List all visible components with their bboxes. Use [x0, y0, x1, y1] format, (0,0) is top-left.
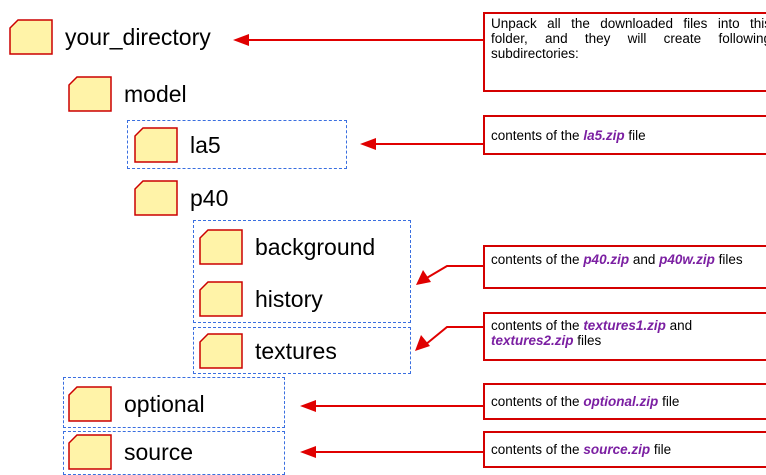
- optional-group-box: [63, 377, 285, 428]
- callout-source: contents of the source.zip file: [483, 431, 766, 468]
- callout-unpack: Unpack all the downloaded files into thi…: [483, 12, 766, 92]
- folder-history: history: [199, 281, 323, 317]
- folder-optional: optional: [68, 386, 205, 422]
- arrowhead: [300, 446, 316, 458]
- filename-optional-zip: optional.zip: [583, 394, 659, 409]
- arrowhead: [416, 270, 431, 285]
- callout-la5: contents of the la5.zip file: [483, 115, 766, 155]
- folder-icon: [199, 229, 243, 265]
- folder-label: background: [255, 233, 376, 260]
- textures-group-box: [193, 327, 411, 374]
- callout-suffix: files: [714, 252, 743, 267]
- folder-label: optional: [124, 390, 205, 417]
- filename-source-zip: source.zip: [583, 442, 651, 457]
- arrowhead: [300, 400, 316, 412]
- filename-textures1-zip: textures1.zip: [583, 318, 666, 333]
- folder-icon: [68, 386, 112, 422]
- arrow-p40: [424, 265, 483, 280]
- filename-la5-zip: la5.zip: [583, 127, 625, 143]
- folder-p40: p40: [134, 180, 228, 216]
- callout-prefix: contents of the: [491, 394, 584, 409]
- callout-suffix: file: [658, 394, 680, 409]
- la5-group-box: [127, 120, 347, 169]
- arrowhead: [415, 335, 430, 351]
- folder-label: model: [124, 80, 187, 107]
- callout-mid: and: [629, 252, 660, 267]
- arrow-textures: [424, 326, 483, 346]
- filename-p40w-zip: p40w.zip: [659, 252, 715, 267]
- folder-source: source: [68, 434, 193, 470]
- callout-textures: contents of the textures1.zip and textur…: [483, 312, 766, 361]
- arrowhead: [360, 138, 376, 150]
- folder-your-directory: your_directory: [9, 19, 211, 55]
- filename-textures2-zip: textures2.zip: [491, 333, 574, 348]
- folder-la5: la5: [134, 127, 221, 163]
- callout-suffix: files: [573, 333, 602, 348]
- folder-icon: [199, 281, 243, 317]
- callout-prefix: contents of the: [491, 252, 584, 267]
- folder-label: source: [124, 438, 194, 465]
- arrowhead: [233, 34, 249, 46]
- folder-label: your_directory: [65, 23, 211, 50]
- callout-suffix: file: [624, 127, 646, 143]
- folder-model: model: [68, 76, 187, 112]
- callout-suffix: file: [650, 442, 672, 457]
- folder-textures: textures: [199, 333, 337, 369]
- folder-icon: [134, 180, 178, 216]
- callout-unpack-text: Unpack all the downloaded files into thi…: [491, 16, 766, 61]
- callout-prefix: contents of the: [491, 127, 584, 143]
- callout-mid: and: [665, 318, 693, 333]
- folder-label: p40: [190, 184, 229, 211]
- folder-icon: [68, 76, 112, 112]
- callout-prefix: contents of the: [491, 442, 584, 457]
- callout-prefix: contents of the: [491, 318, 584, 333]
- folder-icon: [68, 434, 112, 470]
- folder-label: textures: [255, 337, 337, 364]
- folder-icon: [9, 19, 53, 55]
- folder-label: la5: [190, 131, 221, 158]
- p40-group-box: [193, 220, 411, 323]
- filename-p40-zip: p40.zip: [583, 252, 630, 267]
- folder-background: background: [199, 229, 375, 265]
- folder-label: history: [255, 285, 323, 312]
- folder-icon: [199, 333, 243, 369]
- callout-p40: contents of the p40.zip and p40w.zip fil…: [483, 245, 766, 289]
- folder-icon: [134, 127, 178, 163]
- callout-optional: contents of the optional.zip file: [483, 383, 766, 420]
